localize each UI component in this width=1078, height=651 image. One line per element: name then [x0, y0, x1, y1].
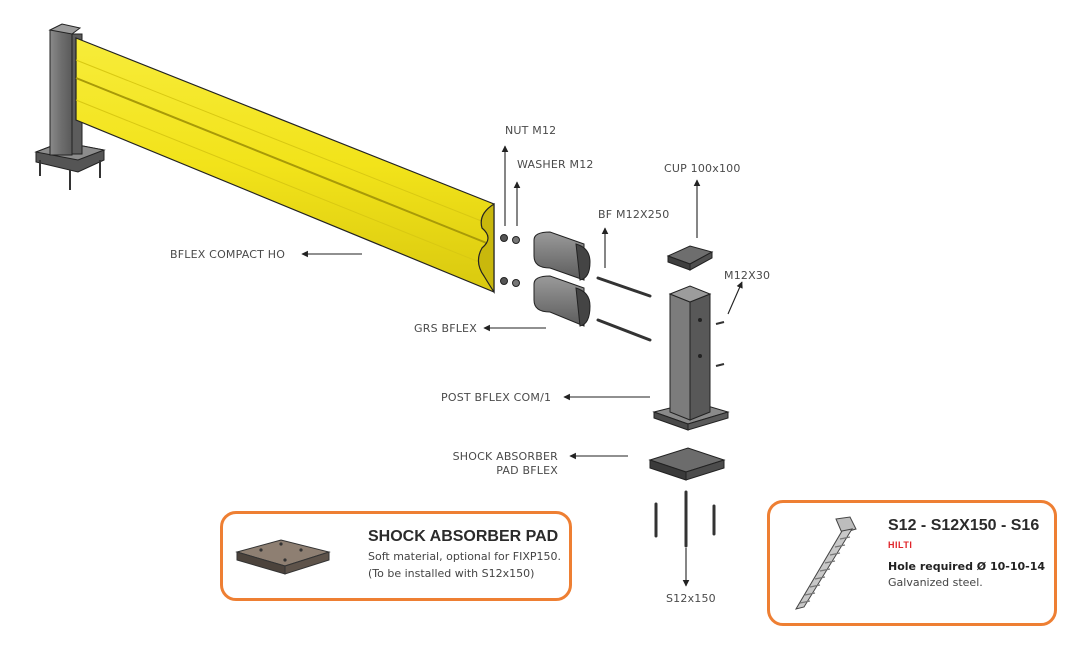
anchor-card-brand: HILTI [888, 540, 913, 550]
label-shock-absorber-line1: SHOCK ABSORBER [452, 450, 558, 463]
anchor-card-title: S12 - S12X150 - S16 [888, 517, 1040, 534]
anchor-screws [654, 490, 716, 548]
grs-bflex-blocks [533, 231, 591, 327]
pad-card-line1: Soft material, optional for FIXP150. [368, 550, 562, 563]
anchor-card-material: Galvanized steel. [888, 576, 983, 589]
label-bf-m12x250: BF M12X250 [598, 208, 670, 221]
pad-card-title: SHOCK ABSORBER PAD [368, 528, 559, 545]
post-bflex-com1 [652, 285, 730, 431]
cup-100x100 [666, 245, 714, 271]
label-grs-bflex: GRS BFLEX [414, 322, 477, 335]
label-shock-absorber-line2: PAD BFLEX [496, 464, 558, 477]
pad-thumbnail-image [235, 539, 331, 575]
anchor-screw-image [794, 516, 857, 610]
label-s12x150: S12x150 [666, 592, 716, 605]
bflex-compact-beam [75, 37, 495, 294]
label-post-bflex-com1: POST BFLEX COM/1 [441, 391, 552, 404]
shock-absorber-pad [648, 447, 726, 481]
leader-arrows [301, 145, 743, 587]
label-nut-m12: NUT M12 [505, 124, 557, 137]
anchor-screw-card: S12 - S12X150 - S16 HILTI Hole required … [767, 500, 1057, 626]
shock-absorber-pad-card: SHOCK ABSORBER PAD Soft material, option… [220, 511, 572, 601]
label-washer-m12: WASHER M12 [517, 158, 594, 171]
label-cup-100x100: CUP 100x100 [664, 162, 741, 175]
anchor-card-hole: Hole required Ø 10-10-14 [888, 560, 1046, 573]
nuts-washers [500, 234, 520, 287]
pad-card-line2: (To be installed with S12x150) [368, 567, 535, 580]
label-bflex-compact-ho: BFLEX COMPACT HO [170, 248, 286, 261]
bf-bolts [596, 276, 652, 342]
label-m12x30: M12X30 [724, 269, 771, 282]
